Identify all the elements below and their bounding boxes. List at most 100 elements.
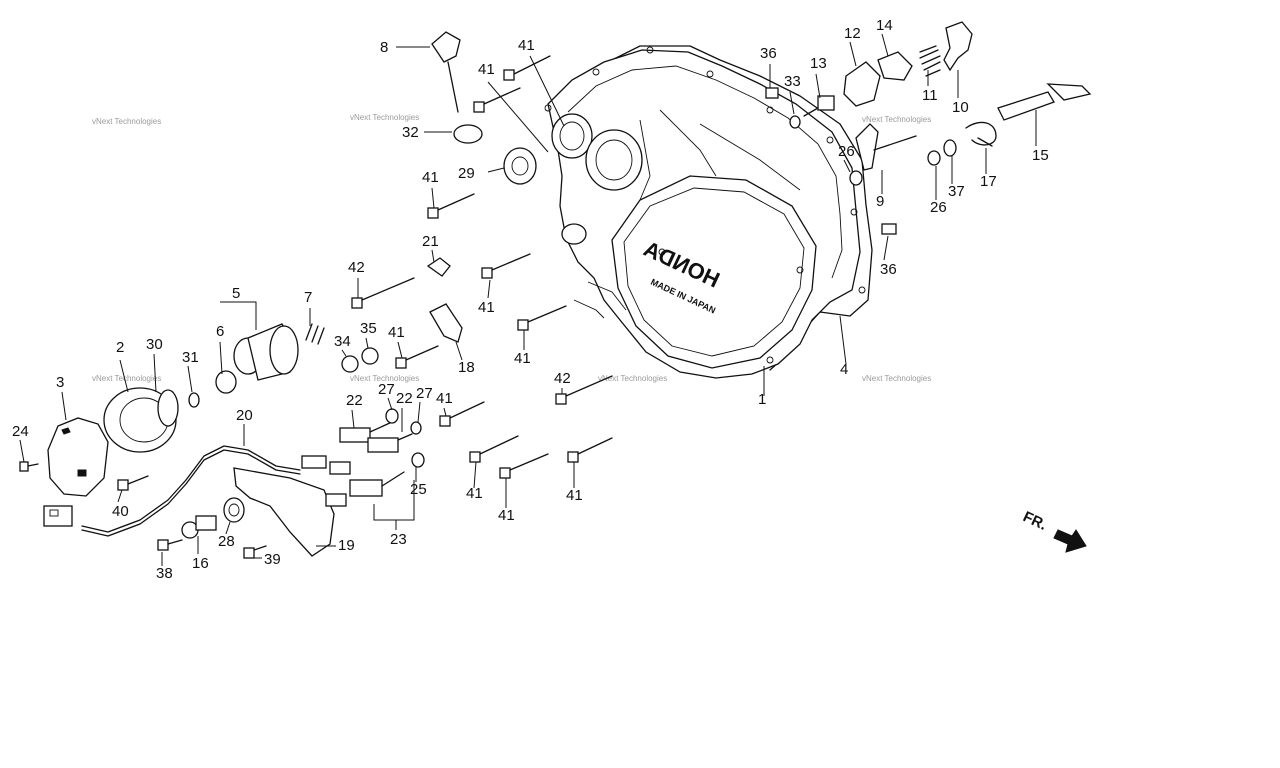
callout-label-10: 10 — [952, 99, 969, 116]
return-spring — [965, 121, 997, 147]
bolt — [117, 475, 149, 491]
callout-label-26: 26 — [930, 199, 947, 216]
callout-label-7: 7 — [304, 289, 312, 306]
callout-label-24: 24 — [12, 423, 29, 440]
callout-label-26: 26 — [838, 143, 855, 160]
bolt-head — [503, 69, 515, 81]
washer — [411, 452, 425, 468]
callout-label-41: 41 — [478, 61, 495, 78]
circlip — [943, 139, 957, 157]
bolt-head — [427, 207, 439, 219]
cover-rib — [659, 109, 717, 177]
bolt — [351, 277, 415, 309]
watermark: vNext Technologies — [598, 374, 667, 383]
dipstick-rod — [447, 61, 459, 113]
callout-leader-23 — [396, 480, 415, 521]
washer — [361, 347, 379, 365]
callout-leader-34 — [341, 349, 347, 357]
washer — [410, 421, 422, 435]
bolt-head — [395, 357, 407, 369]
bolt-head — [243, 547, 255, 559]
bolt-shank — [483, 87, 521, 105]
clamp — [426, 257, 451, 277]
bolt-head — [817, 95, 835, 111]
watermark: vNext Technologies — [350, 374, 419, 383]
bolt-shank — [565, 375, 613, 397]
callout-label-34: 34 — [334, 333, 351, 350]
pulser-cover-mark — [77, 469, 87, 477]
right-crankcase-cover: HONDA MADE IN JAPAN — [544, 45, 873, 379]
connector — [301, 455, 327, 469]
callout-leader-28 — [225, 521, 231, 535]
pulser-wire-harness — [43, 445, 301, 537]
screw-head — [19, 461, 29, 472]
bearing-inner — [511, 156, 529, 176]
oil-filter — [233, 323, 299, 381]
callout-leader-12 — [849, 41, 857, 67]
callout-leader-41 — [431, 187, 435, 209]
callout-label-31: 31 — [182, 349, 199, 366]
bolt — [439, 401, 485, 427]
callout-leader-2 — [119, 359, 129, 393]
bolt-shank — [167, 539, 183, 545]
callout-label-3: 3 — [56, 374, 64, 391]
bolt-shank — [803, 107, 819, 117]
callout-leader-4 — [839, 315, 847, 365]
callout-label-35: 35 — [360, 320, 377, 337]
callout-label-9: 9 — [876, 193, 884, 210]
callout-leader-27 — [417, 401, 421, 423]
callout-label-36: 36 — [760, 45, 777, 62]
callout-leader-35 — [365, 337, 369, 349]
callout-leader-41 — [529, 55, 565, 127]
harness-connectors — [301, 455, 351, 507]
callout-label-23: 23 — [390, 531, 407, 548]
shaft-body — [997, 91, 1055, 121]
dipstick-cap — [431, 31, 461, 63]
callout-label-25: 25 — [410, 481, 427, 498]
switch-tip — [381, 471, 405, 487]
bolt-hole — [796, 266, 804, 274]
callout-label-29: 29 — [458, 165, 475, 182]
bolt-shank — [253, 545, 267, 551]
pulser-cover-mark — [61, 427, 71, 435]
callout-label-40: 40 — [112, 503, 129, 520]
bolt-shank — [509, 453, 549, 471]
clutch-dome — [611, 175, 817, 369]
bolt-hole — [592, 68, 600, 76]
screw-shank — [27, 463, 39, 467]
watermark: vNext Technologies — [350, 113, 419, 122]
callout-label-4: 4 — [840, 361, 848, 378]
bolt-head — [473, 101, 485, 113]
callout-leader-41 — [473, 461, 477, 489]
callout-leader-41 — [443, 407, 447, 417]
callout-label-41: 41 — [498, 507, 515, 524]
drum-stopper — [877, 51, 913, 81]
callout-label-22: 22 — [346, 392, 363, 409]
callout-leader-13 — [815, 73, 821, 99]
shift-cam-plate — [843, 61, 881, 107]
callout-label-37: 37 — [948, 183, 965, 200]
bolt-head — [439, 415, 451, 427]
callout-leader-3 — [61, 391, 67, 421]
o-ring — [453, 124, 483, 144]
bolt — [481, 253, 531, 279]
callout-label-16: 16 — [192, 555, 209, 572]
callout-label-41: 41 — [514, 350, 531, 367]
o-ring — [215, 370, 237, 394]
callout-label-17: 17 — [980, 173, 997, 190]
callout-label-27: 27 — [416, 385, 433, 402]
watermark: vNext Technologies — [92, 117, 161, 126]
washer — [188, 392, 200, 408]
callout-label-21: 21 — [422, 233, 439, 250]
callout-leader-5 — [220, 301, 257, 330]
callout-leader-40 — [117, 489, 123, 503]
callout-label-18: 18 — [458, 359, 475, 376]
callout-label-14: 14 — [876, 17, 893, 34]
arrow-shape — [1053, 529, 1087, 553]
callout-leader-30 — [153, 353, 157, 393]
washer — [849, 170, 863, 186]
washer — [385, 408, 399, 424]
cover-inner-rim — [567, 65, 843, 279]
nut — [341, 355, 359, 373]
